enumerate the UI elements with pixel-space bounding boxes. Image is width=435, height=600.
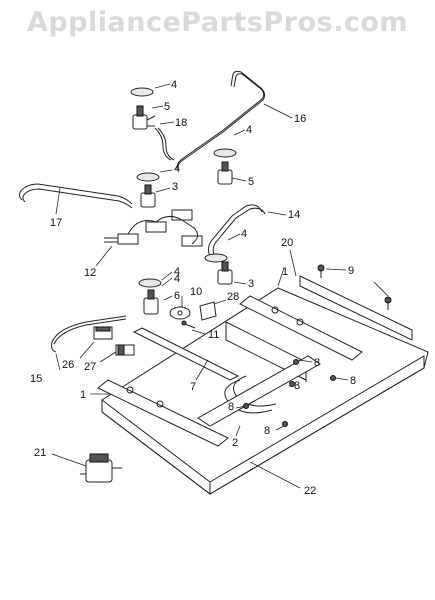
gas-tube-part-edge bbox=[157, 127, 175, 161]
callout-4-lower-right: 4 bbox=[241, 228, 247, 240]
burner-bar-part[interactable] bbox=[239, 295, 363, 361]
callout-4-bottom: 4 bbox=[174, 273, 180, 285]
gasket-part[interactable] bbox=[169, 306, 191, 320]
callout-26: 26 bbox=[62, 359, 74, 371]
gas-line-part[interactable] bbox=[18, 183, 133, 209]
pressure-regulator-part[interactable] bbox=[80, 453, 122, 483]
valve-part[interactable] bbox=[217, 261, 233, 285]
callout-9: 9 bbox=[348, 265, 354, 277]
burner-cap-part[interactable] bbox=[130, 87, 154, 97]
callout-17: 17 bbox=[50, 217, 62, 229]
callout-18: 18 bbox=[175, 117, 187, 129]
ignitor-harness-part[interactable] bbox=[104, 209, 203, 247]
screw-part[interactable] bbox=[330, 375, 336, 381]
gas-tube-part[interactable] bbox=[154, 127, 172, 161]
wire-part[interactable] bbox=[51, 315, 127, 353]
callout-12: 12 bbox=[84, 267, 96, 279]
callout-2: 2 bbox=[232, 437, 238, 449]
valve-part[interactable] bbox=[143, 289, 159, 315]
support-bracket-part[interactable] bbox=[132, 327, 240, 381]
watermark-text: AppliancePartsPros.com bbox=[26, 6, 409, 38]
gas-line-part[interactable] bbox=[176, 70, 266, 171]
ignitor-module-part[interactable] bbox=[93, 326, 113, 340]
burner-cap-part[interactable] bbox=[138, 278, 162, 288]
callout-4-right: 4 bbox=[246, 124, 252, 136]
screw-part[interactable] bbox=[181, 320, 196, 329]
burner-cap-part[interactable] bbox=[136, 172, 160, 182]
tray-part[interactable] bbox=[197, 355, 321, 427]
burner-cap-part[interactable] bbox=[213, 148, 237, 158]
screw-part[interactable] bbox=[293, 359, 299, 365]
callout-8-d: 8 bbox=[228, 401, 234, 413]
callout-1-lower: 1 bbox=[80, 389, 86, 401]
callout-1-upper: 1 bbox=[282, 266, 288, 278]
ignitor-module-part[interactable] bbox=[115, 344, 135, 356]
callout-8-e: 8 bbox=[264, 425, 270, 437]
callout-22: 22 bbox=[304, 485, 316, 497]
callout-20: 20 bbox=[281, 237, 293, 249]
callout-21: 21 bbox=[34, 447, 46, 459]
callout-14: 14 bbox=[288, 209, 300, 221]
wire-part-edge bbox=[53, 318, 127, 345]
callout-3-upper: 3 bbox=[172, 181, 178, 193]
callout-16: 16 bbox=[294, 113, 306, 125]
valve-part[interactable] bbox=[140, 184, 156, 208]
callout-10: 10 bbox=[190, 286, 202, 298]
callout-8-c: 8 bbox=[350, 375, 356, 387]
watermark-header: AppliancePartsPros.com bbox=[0, 0, 435, 44]
callout-7: 7 bbox=[190, 381, 196, 393]
callout-5-right: 5 bbox=[248, 176, 254, 188]
screw-part[interactable] bbox=[317, 264, 325, 278]
rail-part[interactable] bbox=[299, 275, 413, 341]
bracket-part[interactable] bbox=[199, 301, 217, 321]
burner-bar-part[interactable] bbox=[97, 379, 229, 447]
leader-lines bbox=[51, 83, 389, 489]
callout-4-mid: 4 bbox=[174, 163, 180, 175]
screw-part[interactable] bbox=[384, 296, 392, 310]
callout-5-top: 5 bbox=[164, 101, 170, 113]
callout-3-lower: 3 bbox=[248, 278, 254, 290]
callout-11: 11 bbox=[208, 329, 219, 341]
callout-6: 6 bbox=[174, 290, 180, 302]
burner-valve-part[interactable] bbox=[217, 161, 233, 185]
callout-4-lower: 4 bbox=[174, 266, 180, 278]
callout-4-top: 4 bbox=[171, 79, 177, 91]
gas-line-part[interactable] bbox=[207, 204, 266, 258]
callout-28: 28 bbox=[227, 291, 239, 303]
callout-15: 15 bbox=[30, 373, 42, 385]
callout-8-b: 8 bbox=[294, 380, 300, 392]
callout-27: 27 bbox=[84, 361, 96, 373]
screw-part[interactable] bbox=[282, 421, 288, 427]
screw-part[interactable] bbox=[289, 381, 295, 387]
burner-cap-part[interactable] bbox=[204, 253, 228, 263]
callout-8-a: 8 bbox=[314, 357, 320, 369]
burner-valve-part[interactable] bbox=[132, 105, 156, 130]
